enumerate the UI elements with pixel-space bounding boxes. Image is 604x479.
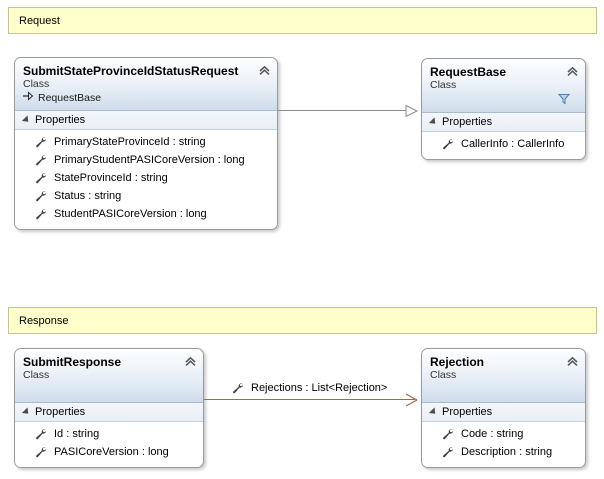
class-filter-row [23, 382, 195, 397]
list-item[interactable]: StudentPASICoreVersion : long [21, 205, 271, 223]
class-title: RequestBase [430, 65, 507, 79]
class-header: SubmitStateProvinceIdStatusRequest Class… [15, 58, 277, 111]
member-label: PrimaryStudentPASICoreVersion : long [54, 154, 245, 166]
compartment-header-properties[interactable]: Properties [422, 113, 585, 132]
band-request[interactable]: Request [8, 7, 597, 34]
inheritance-connector-line[interactable] [278, 110, 414, 111]
member-label: Description : string [461, 446, 553, 458]
chevron-up-icon[interactable] [566, 355, 579, 368]
compartment-label: Properties [35, 114, 86, 126]
member-label: StudentPASICoreVersion : long [54, 208, 207, 220]
class-stereotype: Class [23, 78, 50, 90]
wrench-icon [442, 428, 454, 440]
member-label: PASICoreVersion : long [54, 446, 169, 458]
compartment-header-properties[interactable]: Properties [422, 403, 585, 422]
compartment-header-properties[interactable]: Properties [15, 403, 203, 422]
class-stereotype: Class [430, 79, 457, 91]
compartment-header-properties[interactable]: Properties [15, 111, 277, 130]
list-item[interactable]: Code : string [428, 425, 579, 443]
list-item[interactable]: PASICoreVersion : long [21, 443, 197, 461]
triangle-expanded-icon [21, 115, 32, 125]
list-item[interactable]: Id : string [21, 425, 197, 443]
class-baseclass-label: RequestBase [38, 92, 102, 104]
association-label-text: Rejections : List<Rejection> [251, 382, 388, 394]
class-title: SubmitStateProvinceIdStatusRequest [23, 64, 239, 78]
funnel-icon[interactable] [557, 93, 571, 105]
band-request-label: Request [19, 14, 60, 27]
member-label: StateProvinceId : string [54, 172, 168, 184]
class-title: SubmitResponse [23, 355, 122, 369]
wrench-icon [35, 172, 47, 184]
chevron-up-icon[interactable] [566, 65, 579, 78]
chevron-up-icon[interactable] [258, 64, 271, 77]
association-connector-line[interactable] [204, 399, 415, 400]
wrench-icon [35, 154, 47, 166]
triangle-expanded-icon [21, 407, 32, 417]
band-response[interactable]: Response [8, 307, 597, 334]
class-header: Rejection Class [422, 349, 585, 403]
list-item[interactable]: CallerInfo : CallerInfo [428, 135, 579, 153]
wrench-icon [232, 382, 244, 394]
class-box-rejection[interactable]: Rejection Class Properties Code : string [421, 348, 586, 468]
class-filter-row [430, 382, 577, 397]
association-label[interactable]: Rejections : List<Rejection> [232, 382, 387, 394]
member-label: Id : string [54, 428, 100, 440]
member-list: CallerInfo : CallerInfo [422, 132, 585, 159]
member-label: PrimaryStateProvinceId : string [54, 136, 206, 148]
list-item[interactable]: Status : string [21, 187, 271, 205]
wrench-icon [442, 138, 454, 150]
class-stereotype: Class [23, 369, 50, 381]
member-label: Status : string [54, 190, 122, 202]
class-filter-row [430, 92, 577, 107]
wrench-icon [442, 446, 454, 458]
class-box-submit-state-province-id-status-request[interactable]: SubmitStateProvinceIdStatusRequest Class… [14, 57, 278, 230]
triangle-expanded-icon [428, 407, 439, 417]
member-list: Id : string PASICoreVersion : long [15, 422, 203, 467]
wrench-icon [35, 136, 47, 148]
list-item[interactable]: StateProvinceId : string [21, 169, 271, 187]
inherit-arrow-icon [23, 91, 34, 105]
association-arrowhead-icon [404, 392, 422, 408]
class-title: Rejection [430, 355, 485, 369]
class-box-request-base[interactable]: RequestBase Class Properties [421, 58, 586, 160]
wrench-icon [35, 446, 47, 458]
class-header: SubmitResponse Class [15, 349, 203, 403]
wrench-icon [35, 190, 47, 202]
list-item[interactable]: Description : string [428, 443, 579, 461]
class-box-submit-response[interactable]: SubmitResponse Class Properties Id : str… [14, 348, 204, 468]
list-item[interactable]: PrimaryStudentPASICoreVersion : long [21, 151, 271, 169]
compartment-label: Properties [442, 406, 493, 418]
class-baseclass-row: RequestBase [23, 91, 269, 105]
compartment-label: Properties [35, 406, 86, 418]
wrench-icon [35, 428, 47, 440]
member-list: PrimaryStateProvinceId : string PrimaryS… [15, 130, 277, 229]
chevron-up-icon[interactable] [184, 355, 197, 368]
member-list: Code : string Description : string [422, 422, 585, 467]
member-label: Code : string [461, 428, 524, 440]
list-item[interactable]: PrimaryStateProvinceId : string [21, 133, 271, 151]
inheritance-arrowhead-icon [405, 104, 421, 118]
band-response-label: Response [19, 314, 69, 327]
triangle-expanded-icon [428, 117, 439, 127]
class-stereotype: Class [430, 369, 457, 381]
class-header: RequestBase Class [422, 59, 585, 113]
member-label: CallerInfo : CallerInfo [461, 138, 565, 150]
wrench-icon [35, 208, 47, 220]
compartment-label: Properties [442, 116, 493, 128]
